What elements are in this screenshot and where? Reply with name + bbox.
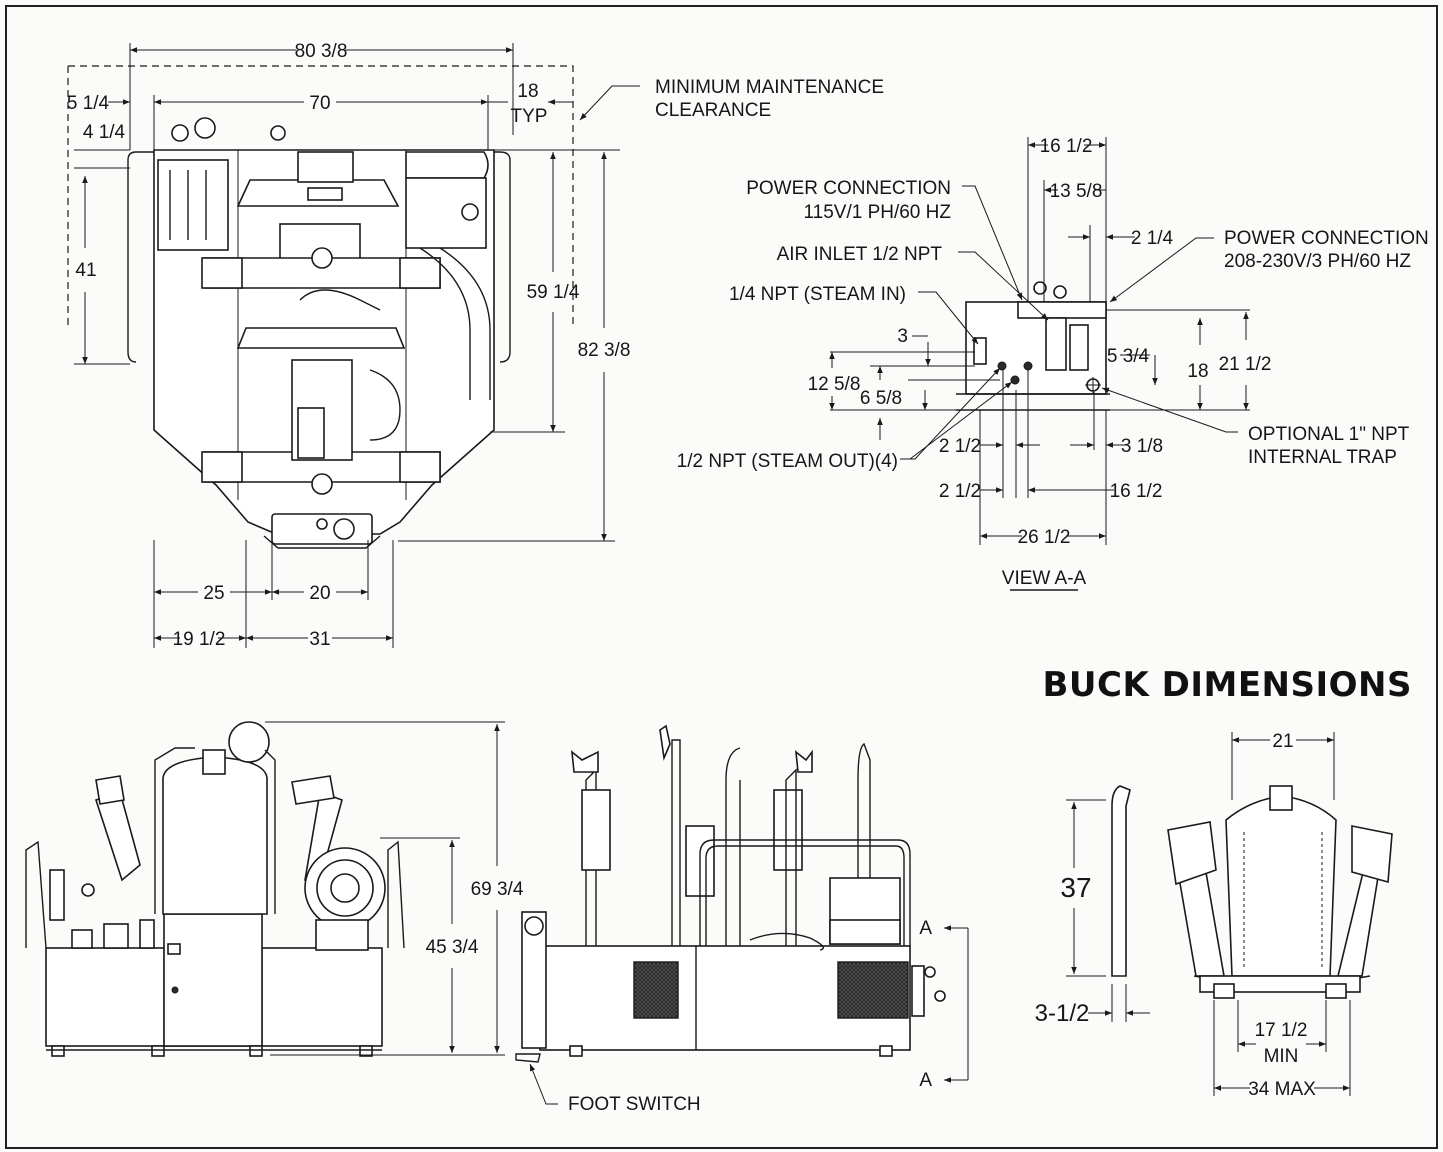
trap-label-line2: INTERNAL TRAP xyxy=(1248,447,1397,468)
pressure-gauge xyxy=(228,721,270,763)
dim-26-1-2: 26 1/2 xyxy=(1018,527,1071,548)
dim-41: 41 xyxy=(75,260,96,281)
dim-20: 20 xyxy=(309,583,330,604)
dim-17-1-2: 17 1/2 xyxy=(1255,1020,1308,1041)
typ-label: TYP xyxy=(511,106,548,127)
callout-labels: MINIMUM MAINTENANCE CLEARANCE POWER CONN… xyxy=(568,77,1429,1115)
dim-37: 37 xyxy=(1060,872,1091,903)
buck-form-front xyxy=(162,756,268,915)
dim-3-1-8: 3 1/8 xyxy=(1121,436,1163,457)
dim-80-3-8: 80 3/8 xyxy=(295,41,348,62)
air-filter xyxy=(1045,317,1067,371)
dim-16-1-2-bottom: 16 1/2 xyxy=(1110,481,1163,502)
dim-21: 21 xyxy=(1272,731,1293,752)
section-a-top: A xyxy=(919,918,932,939)
sheet-border xyxy=(5,5,1438,1149)
right-clamp-end xyxy=(1351,825,1393,884)
power-208-label-line2: 208-230V/3 PH/60 HZ xyxy=(1224,251,1411,272)
dim-31: 31 xyxy=(309,629,330,650)
side-elevation xyxy=(515,724,969,1105)
steam-out-label: 1/2 NPT (STEAM OUT)(4) xyxy=(677,451,898,472)
dim-69-3-4: 69 3/4 xyxy=(471,879,524,900)
air-inlet-label: AIR INLET 1/2 NPT xyxy=(777,244,943,265)
dim-18-view-aa: 18 xyxy=(1187,361,1208,382)
dim-16-1-2-top: 16 1/2 xyxy=(1040,136,1093,157)
vent-grille-left xyxy=(633,961,679,1019)
buck-form-end xyxy=(1225,795,1337,977)
valve-cluster xyxy=(157,159,229,251)
dim-3: 3 xyxy=(897,326,908,347)
vent-grille-right xyxy=(837,961,909,1019)
dim-82-3-8: 82 3/8 xyxy=(578,340,631,361)
dim-34-max: 34 MAX xyxy=(1248,1079,1316,1100)
dim-19-1-2: 19 1/2 xyxy=(173,629,226,650)
section-a-bottom: A xyxy=(919,1070,932,1091)
dim-5-3-4: 5 3/4 xyxy=(1107,346,1150,367)
dimension-labels: 80 3/8 70 18 TYP 5 1/4 4 1/4 41 59 1/4 8… xyxy=(67,41,1316,1100)
buck-form-middle xyxy=(236,327,406,349)
dim-45-3-4: 45 3/4 xyxy=(426,937,479,958)
top-view xyxy=(67,43,640,648)
dim-6-5-8: 6 5/8 xyxy=(860,388,902,409)
steam-in-label: 1/4 NPT (STEAM IN) xyxy=(729,284,906,305)
buck-blade-profile xyxy=(1111,785,1131,977)
power-208-label-line1: POWER CONNECTION xyxy=(1224,228,1429,249)
maintenance-label-line2: CLEARANCE xyxy=(655,100,771,121)
boiler-top xyxy=(405,151,489,179)
dim-18: 18 xyxy=(517,81,538,102)
power-115-label-line2: 115V/1 PH/60 HZ xyxy=(803,202,951,223)
page-title: BUCK DIMENSIONS xyxy=(1042,665,1412,705)
power-115-label-line1: POWER CONNECTION xyxy=(746,178,951,199)
left-clamp-arm xyxy=(94,790,141,882)
dim-59-1-4: 59 1/4 xyxy=(527,282,580,303)
dim-2-1-2-a: 2 1/2 xyxy=(939,436,981,457)
dim-4-1-4: 4 1/4 xyxy=(83,122,126,143)
dim-2-1-4: 2 1/4 xyxy=(1131,228,1174,249)
dim-21-1-2: 21 1/2 xyxy=(1219,354,1272,375)
view-a-a-label: VIEW A-A xyxy=(1002,568,1087,589)
dim-13-5-8: 13 5/8 xyxy=(1050,181,1103,202)
view-a-a xyxy=(829,137,1250,591)
dim-70: 70 xyxy=(309,93,330,114)
dim-5-1-4: 5 1/4 xyxy=(67,93,110,114)
left-clamp-end xyxy=(1167,821,1217,886)
maintenance-clearance-outline xyxy=(67,65,574,325)
maintenance-label-line1: MINIMUM MAINTENANCE xyxy=(655,77,884,98)
min-label: MIN xyxy=(1264,1046,1299,1067)
foot-switch-label: FOOT SWITCH xyxy=(568,1094,701,1115)
dim-2-1-2-b: 2 1/2 xyxy=(939,481,981,502)
buck-profile xyxy=(1066,785,1150,1022)
trap-label-line1: OPTIONAL 1" NPT xyxy=(1248,424,1410,445)
front-elevation xyxy=(25,721,505,1057)
dim-3-1-2: 3-1/2 xyxy=(1035,1000,1090,1027)
dim-12-5-8: 12 5/8 xyxy=(808,374,861,395)
buck-end-view xyxy=(1167,732,1393,1096)
dim-25: 25 xyxy=(203,583,224,604)
